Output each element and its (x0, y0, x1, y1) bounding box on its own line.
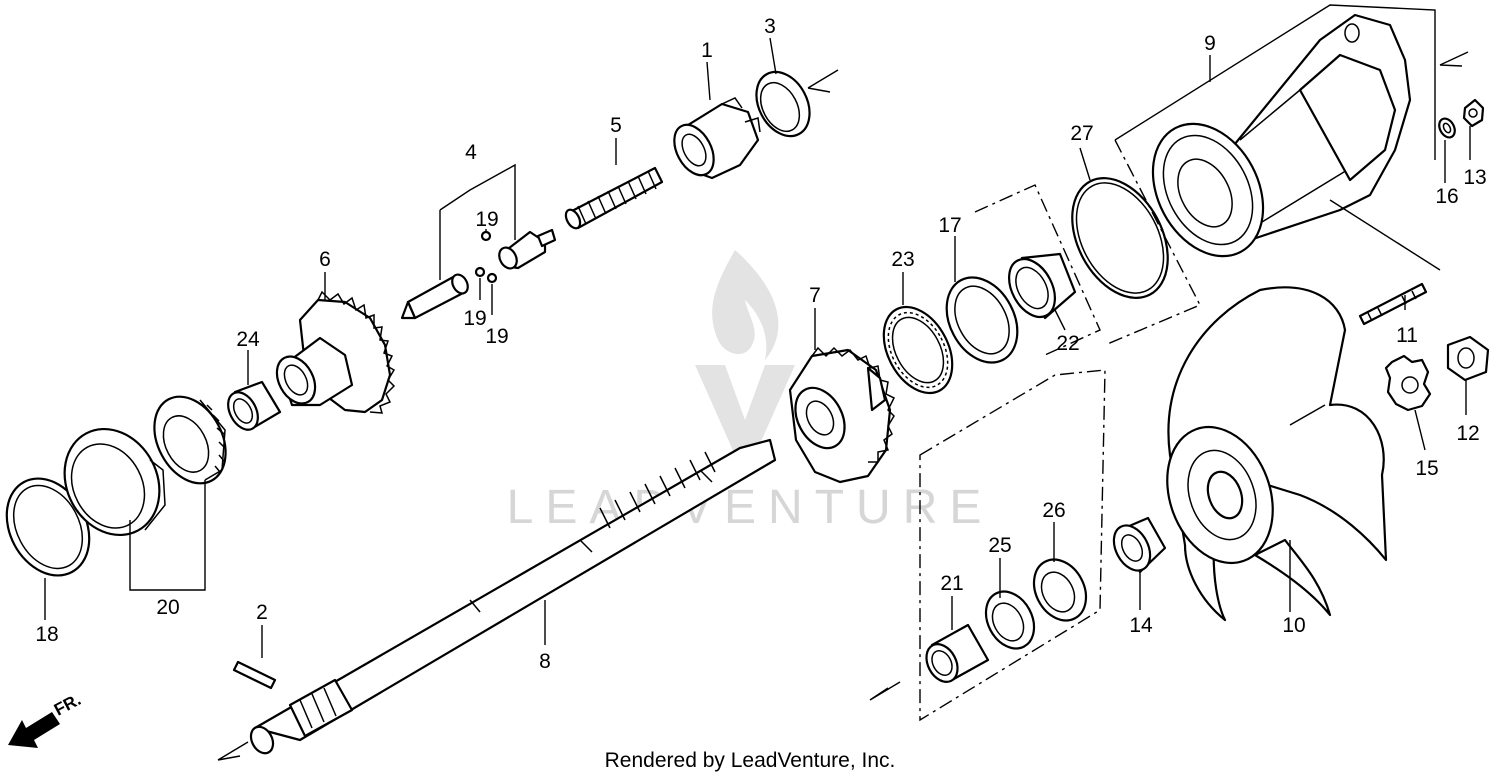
callout-23: 23 (891, 248, 914, 271)
part-4-shift-slider (498, 228, 557, 270)
part-5-spring (564, 166, 664, 230)
part-19-ball-a (480, 230, 492, 242)
part-20-bearing-race (63, 427, 166, 537)
callout-19-left: 19 (463, 307, 486, 330)
part-8-propeller-shaft (249, 438, 777, 755)
part-25-oil-seal (984, 590, 1036, 650)
callout-26: 26 (1042, 499, 1065, 522)
callout-21: 21 (940, 572, 963, 595)
part-10-propeller (1166, 286, 1388, 622)
callout-4: 4 (465, 141, 477, 164)
callout-13: 13 (1463, 166, 1486, 189)
callout-19-right: 19 (485, 325, 508, 348)
callout-15: 15 (1415, 457, 1438, 480)
part-11-stud (1358, 282, 1428, 326)
part-13-nut (1462, 98, 1485, 128)
callout-16: 16 (1435, 185, 1458, 208)
part-16-washer (1438, 117, 1456, 139)
part-14-spacer (1112, 516, 1167, 574)
callout-22: 22 (1056, 332, 1079, 355)
callout-17: 17 (938, 214, 961, 237)
callout-11: 11 (1396, 324, 1418, 347)
callout-5: 5 (610, 114, 622, 137)
part-3-ring (755, 70, 811, 138)
part-23-thrust-bearing (882, 305, 954, 395)
part-24-needle-bearing (227, 380, 282, 431)
part-27-o-ring (1071, 177, 1169, 299)
callout-3: 3 (764, 15, 776, 38)
front-label: FR. (51, 690, 84, 720)
callout-20: 20 (156, 596, 179, 619)
part-7-bevel-gear (788, 346, 896, 484)
watermark-text: LEADVENTURE (507, 481, 994, 534)
part-19-ball-b (474, 266, 486, 278)
front-direction-indicator: FR. (8, 690, 84, 748)
part-19-ball-c (486, 272, 498, 284)
front-arrow-icon (8, 712, 60, 748)
callout-2: 2 (256, 601, 268, 624)
callout-9: 9 (1204, 32, 1216, 55)
watermark-flame-icon (712, 250, 779, 360)
callout-18: 18 (35, 623, 58, 646)
callout-25: 25 (988, 534, 1011, 557)
callout-1: 1 (701, 39, 713, 62)
part-26-oil-seal (1032, 558, 1088, 622)
part-17-thrust-washer (945, 276, 1019, 364)
part-20-tapered-bearing (153, 395, 227, 485)
callout-19-top: 19 (475, 208, 498, 231)
watermark: LEADVENTURE (507, 250, 994, 534)
leader-lines (44, 4, 1471, 722)
callout-10: 10 (1282, 614, 1305, 637)
part-15-washer (1384, 354, 1432, 412)
direction-arrows (217, 51, 1469, 761)
callout-12: 12 (1456, 422, 1479, 445)
part-22-needle-bearing (1008, 252, 1077, 320)
part-1-dog-clutch (673, 97, 761, 180)
part-4-shift-plunger (400, 273, 469, 320)
callouts: 1 2 3 4 5 6 7 8 9 10 11 12 13 14 15 16 1… (35, 15, 1486, 673)
callout-7: 7 (809, 284, 821, 307)
callout-8: 8 (539, 650, 551, 673)
part-2-pin (232, 660, 277, 690)
watermark-v-icon (695, 365, 795, 455)
callout-24: 24 (236, 328, 260, 351)
part-21-needle-bearing (925, 623, 990, 683)
credit-text: Rendered by LeadVenture, Inc. (605, 749, 896, 772)
part-12-nut (1446, 335, 1490, 382)
part-6-bevel-gear (275, 290, 396, 414)
callout-6: 6 (319, 248, 331, 271)
callout-14: 14 (1129, 614, 1153, 637)
callout-27: 27 (1070, 122, 1093, 145)
part-9-bearing-holder (1151, 13, 1412, 258)
